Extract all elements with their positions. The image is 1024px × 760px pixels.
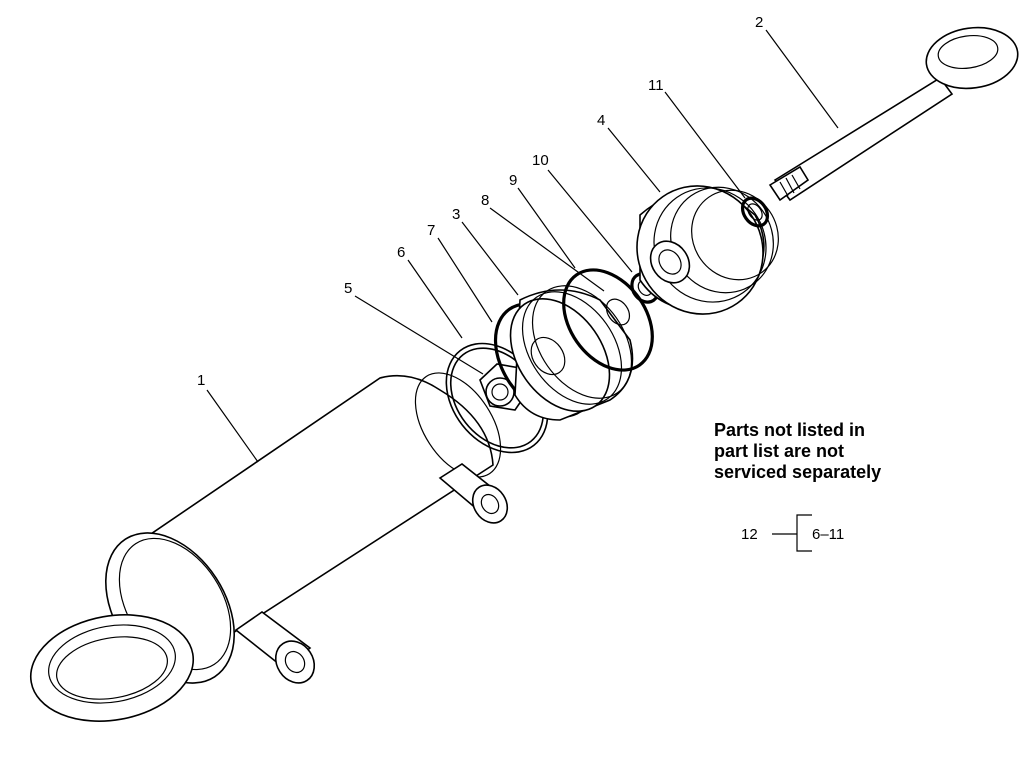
cylinder-head: [636, 185, 779, 315]
service-note-line-3: serviced separately: [714, 462, 882, 482]
leader-lines: [206, 29, 839, 463]
callout-8: 8: [481, 192, 489, 209]
leader-7: [437, 237, 493, 323]
leader-3: [461, 221, 519, 296]
leader-2: [765, 29, 839, 129]
service-note: Parts not listed in part list are not se…: [714, 420, 974, 483]
callout-1: 1: [197, 372, 205, 389]
leader-10: [547, 169, 633, 273]
piston: [509, 285, 634, 421]
piston-rod: [768, 26, 1019, 202]
callout-7: 7: [427, 222, 435, 239]
leader-4: [607, 127, 661, 193]
service-note-line-2: part list are not: [714, 441, 845, 461]
callout-labels: 1 2 3 4 5 6 7 8 9 10 11: [197, 14, 763, 389]
rod-seal: [740, 196, 770, 228]
callout-2: 2: [755, 14, 763, 31]
kit-number: 12: [741, 526, 758, 543]
callout-4: 4: [597, 112, 605, 129]
leader-8: [489, 207, 605, 292]
leader-5: [354, 295, 484, 375]
callout-5: 5: [344, 280, 352, 297]
leader-6: [407, 259, 463, 339]
callout-10: 10: [532, 152, 549, 169]
service-note-line-1: Parts not listed in: [714, 420, 866, 440]
kit-bracket: 12 6–11: [741, 514, 844, 552]
leader-1: [206, 389, 259, 463]
leader-9: [517, 187, 576, 269]
callout-9: 9: [509, 172, 517, 189]
callout-3: 3: [452, 206, 460, 223]
cylinder-barrel: [29, 372, 509, 722]
kit-range: 6–11: [812, 526, 844, 543]
callout-11: 11: [648, 77, 664, 94]
leader-11: [664, 91, 746, 199]
callout-6: 6: [397, 244, 405, 261]
